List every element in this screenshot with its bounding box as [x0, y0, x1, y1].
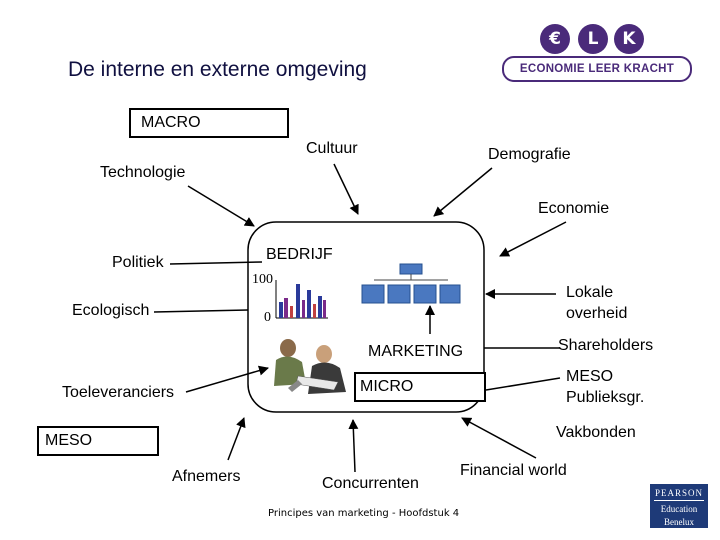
arrow-technologie	[188, 186, 254, 226]
macro-label: MACRO	[141, 114, 201, 132]
macro-box: MACRO	[129, 108, 289, 138]
publisher-line1: Education	[650, 501, 708, 514]
arrow-economie	[500, 222, 566, 256]
publisher-line2: Benelux	[650, 514, 708, 527]
technologie-label: Technologie	[100, 164, 185, 182]
chart-bottom-label: 0	[264, 310, 271, 326]
marketing-label: MARKETING	[368, 343, 463, 361]
shareholders-label: Shareholders	[558, 337, 653, 355]
micro-label: MICRO	[360, 378, 413, 396]
arrow-demografie	[434, 168, 492, 216]
bedrijf-label: BEDRIJF	[266, 246, 333, 264]
line-ecologisch	[154, 310, 248, 312]
meso-publieksgr-label-1: MESO	[566, 368, 613, 386]
meso-publieksgr-label-2: Publieksgr.	[566, 389, 644, 407]
chart-top-label: 100	[252, 272, 273, 288]
pearson-logo: PEARSON Education Benelux	[650, 484, 708, 528]
arrow-cultuur	[334, 164, 358, 214]
overheid-label: overheid	[566, 305, 627, 323]
concurrenten-label: Concurrenten	[322, 475, 419, 493]
financial-world-label: Financial world	[460, 462, 567, 480]
line-meso-publieksgr	[486, 378, 560, 390]
lokale-label: Lokale	[566, 284, 613, 302]
vakbonden-label: Vakbonden	[556, 424, 636, 442]
cultuur-label: Cultuur	[306, 140, 358, 158]
meso-box: MESO	[37, 426, 159, 456]
demografie-label: Demografie	[488, 146, 571, 164]
arrow-vakbonden	[462, 418, 536, 458]
footer-text: Principes van marketing - Hoofdstuk 4	[268, 508, 459, 519]
toeleveranciers-label: Toeleveranciers	[62, 384, 174, 402]
people-illustration	[268, 334, 352, 400]
arrow-afnemers	[228, 418, 244, 460]
ecologisch-label: Ecologisch	[72, 302, 149, 320]
micro-box: MICRO	[354, 372, 486, 402]
economie-label: Economie	[538, 200, 609, 218]
arrow-concurrenten	[353, 420, 355, 472]
publisher-name: PEARSON	[654, 484, 704, 501]
meso-label: MESO	[45, 432, 92, 450]
politiek-label: Politiek	[112, 254, 164, 272]
afnemers-label: Afnemers	[172, 468, 240, 486]
